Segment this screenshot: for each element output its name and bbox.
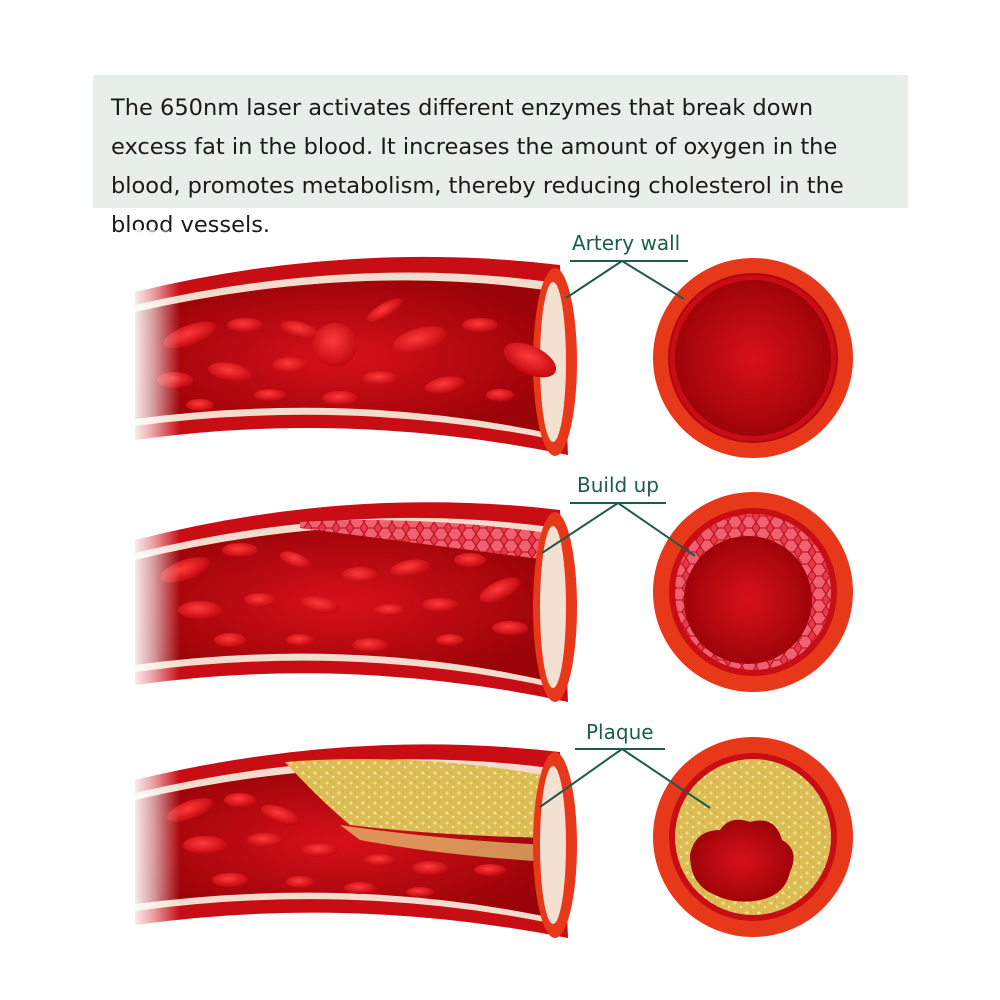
artery-healthy	[130, 230, 577, 460]
label-build-up: Build up	[577, 473, 659, 497]
cross-section-build-up	[653, 492, 853, 692]
artery-plaque	[130, 720, 577, 940]
callout-artery-wall	[565, 260, 688, 300]
callout-build-up	[541, 502, 696, 557]
artery-build-up	[130, 480, 577, 710]
label-artery-wall: Artery wall	[572, 231, 681, 255]
callout-plaque	[539, 748, 711, 809]
label-plaque: Plaque	[586, 720, 654, 744]
cross-section-plaque	[653, 737, 853, 937]
cross-section-healthy	[653, 258, 853, 458]
